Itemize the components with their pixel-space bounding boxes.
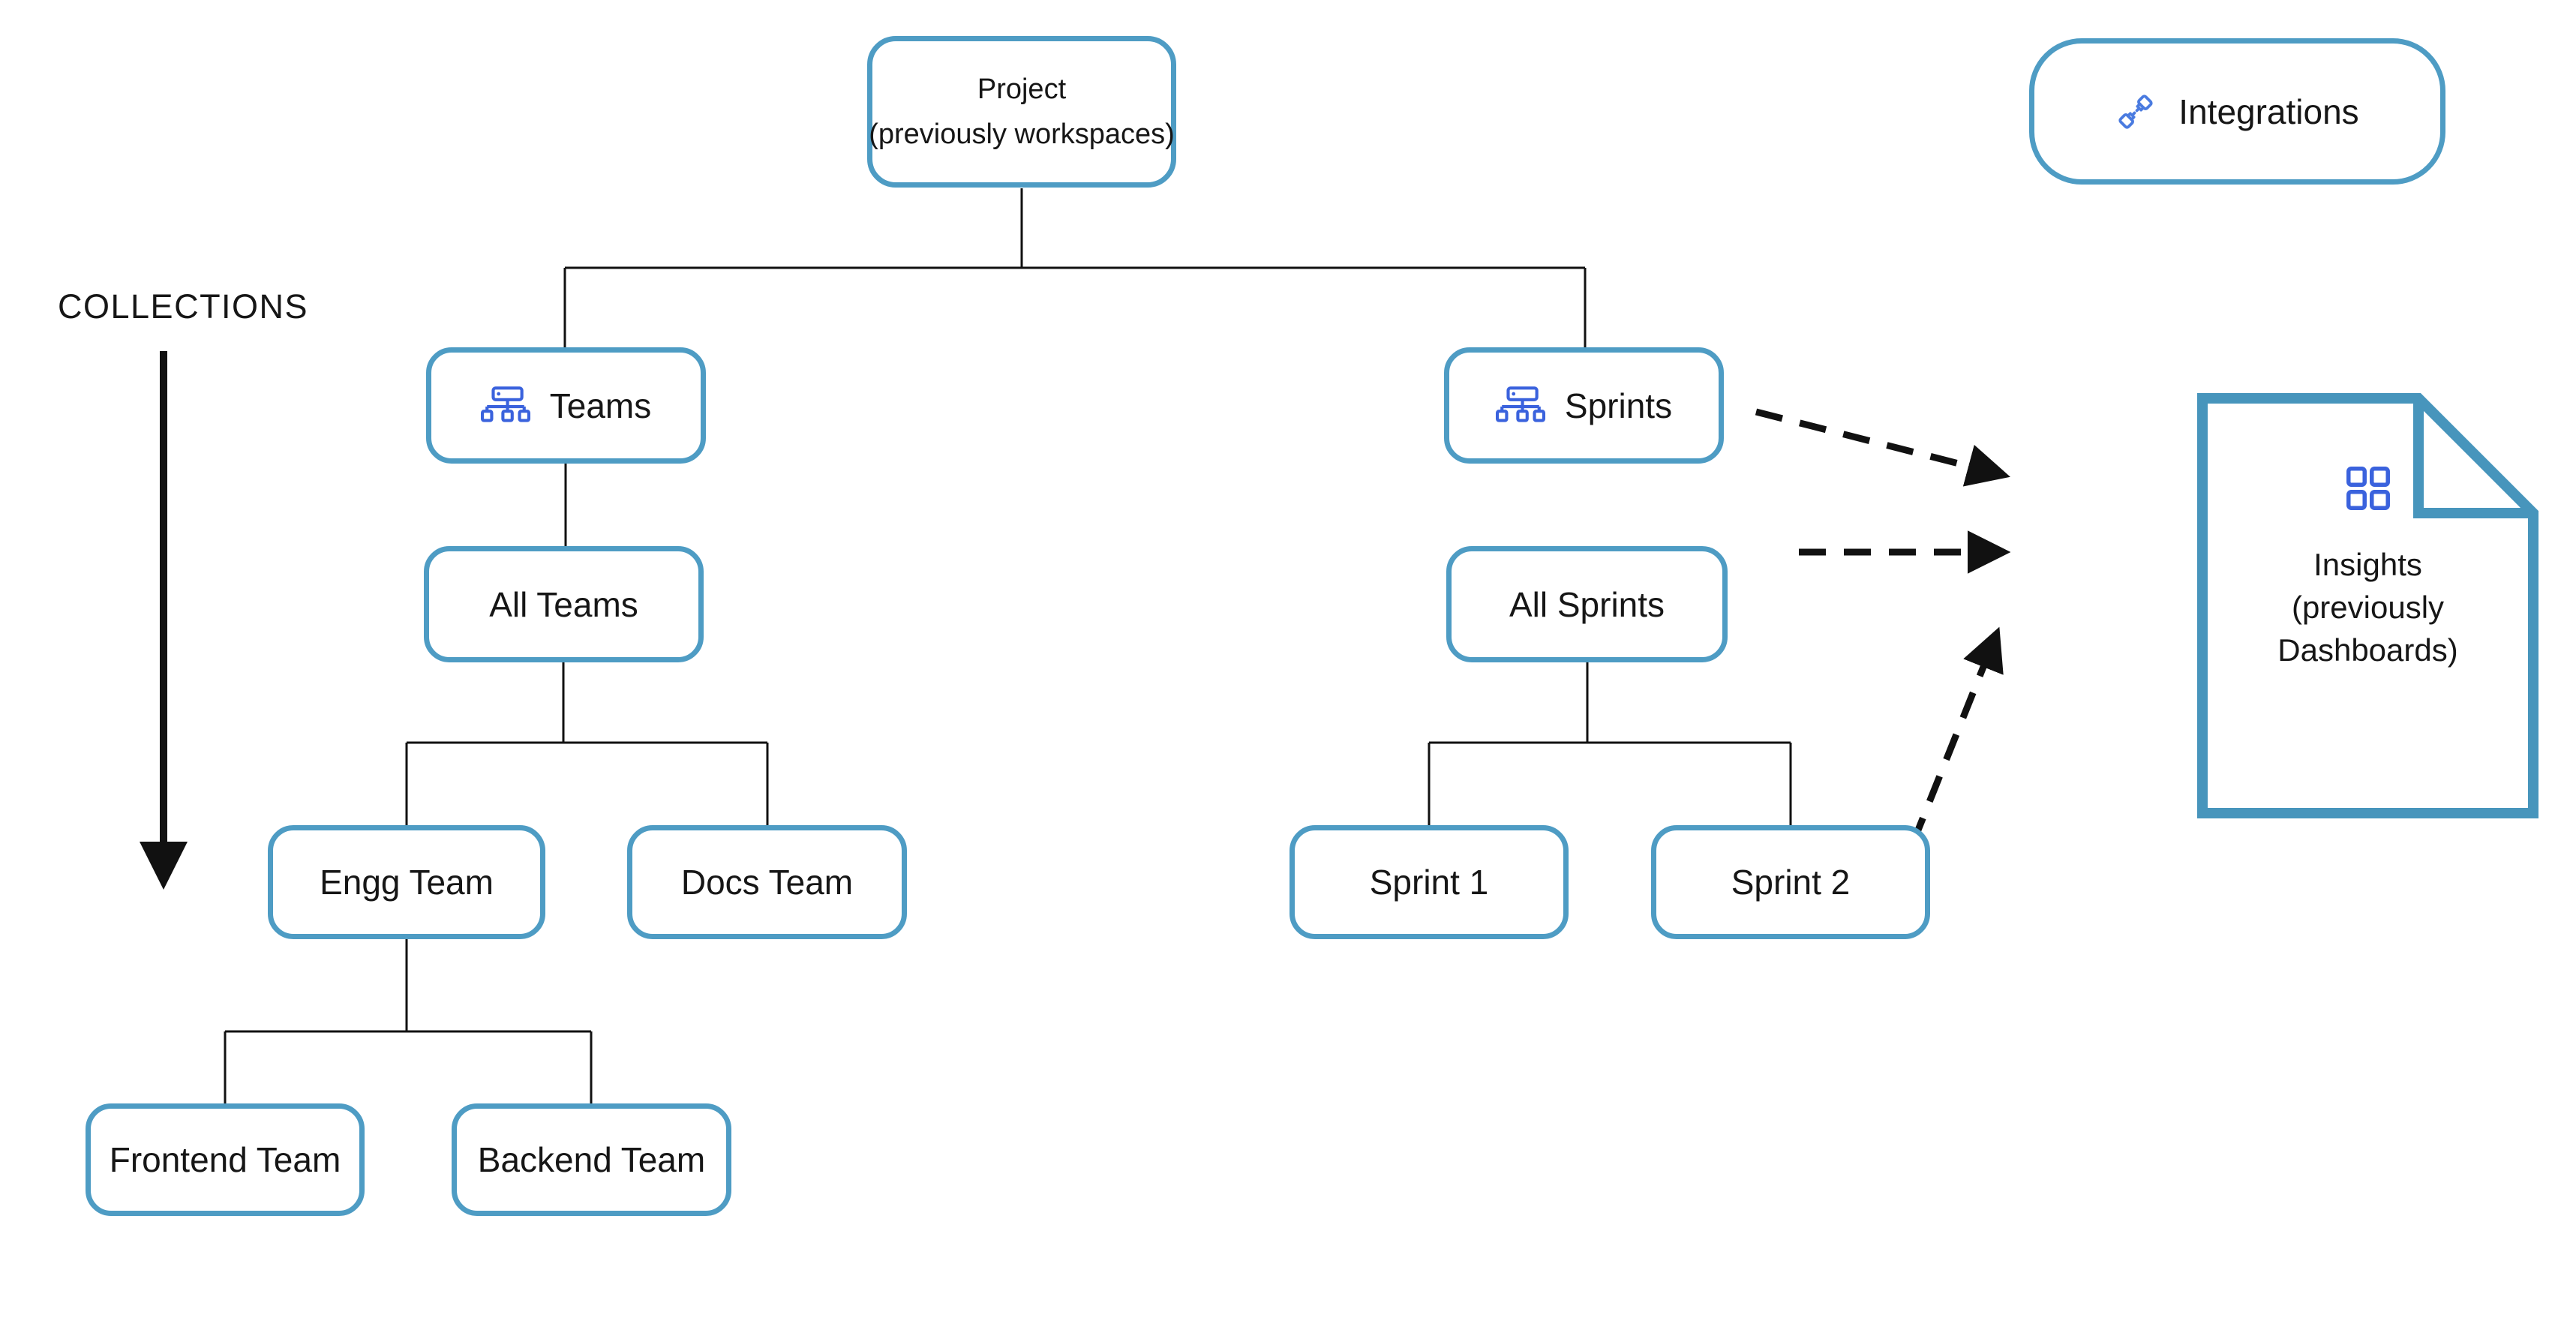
node-frontend-team: Frontend Team [86,1103,365,1216]
arrow-sprint2-to-insights [1909,632,2001,845]
node-sprint-2: Sprint 2 [1651,825,1930,939]
node-teams: Teams [426,347,706,464]
node-insights-document: Insights (previously Dashboards) [2197,393,2538,818]
sprints-label: Sprints [1564,386,1673,425]
all-teams-label: All Teams [489,584,638,624]
node-backend-team: Backend Team [452,1103,731,1216]
sprint-1-label: Sprint 1 [1369,863,1489,902]
docs-team-label: Docs Team [680,863,854,902]
project-label-line2: (previously workspaces) [869,119,1175,150]
node-all-sprints: All Sprints [1446,546,1728,662]
collections-label: COLLECTIONS [58,287,309,326]
arrow-sprints-to-insights [1755,408,1998,477]
dashed-arrows [1755,408,2001,845]
plug-integration-icon [2118,94,2153,129]
node-integrations: Integrations [2029,38,2445,185]
backend-team-label: Backend Team [477,1140,706,1179]
integrations-label: Integrations [2178,92,2359,131]
engg-team-label: Engg Team [320,863,494,902]
document-shape [2197,393,2538,818]
insights-label-line2: (previously [2291,590,2445,625]
node-engg-team: Engg Team [268,825,545,939]
insights-label-line1: Insights [2313,547,2422,582]
node-sprints: Sprints [1444,347,1724,464]
frontend-team-label: Frontend Team [109,1140,341,1179]
insights-label-line3: Dashboards) [2277,632,2458,668]
org-hierarchy-icon [1495,386,1545,422]
org-hierarchy-icon [480,386,530,422]
all-sprints-label: All Sprints [1509,584,1665,624]
node-all-teams: All Teams [424,546,704,662]
sprint-2-label: Sprint 2 [1731,863,1851,902]
project-label-line1: Project [977,74,1067,105]
teams-label: Teams [549,386,652,425]
dashboard-grid-icon [2346,467,2390,510]
node-sprint-1: Sprint 1 [1290,825,1569,939]
node-docs-team: Docs Team [627,825,907,939]
node-project: Project (previously workspaces) [867,36,1176,188]
